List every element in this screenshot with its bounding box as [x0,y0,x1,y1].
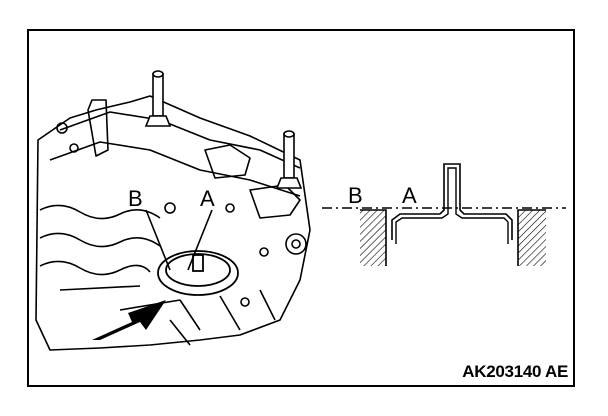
figure-code: AK203140 AE [462,362,568,381]
section-label-a: A [402,183,417,208]
seal-cross-section [322,163,566,266]
stud-bolts [144,70,303,189]
section-label-b: B [348,183,363,208]
insert-direction-arrow [92,300,166,340]
engine-label-a: A [200,186,215,211]
cylinder-head-drawing [35,95,311,351]
seal-ring [157,250,239,296]
engine-label-b: B [128,186,143,211]
leader-lines [145,209,213,271]
